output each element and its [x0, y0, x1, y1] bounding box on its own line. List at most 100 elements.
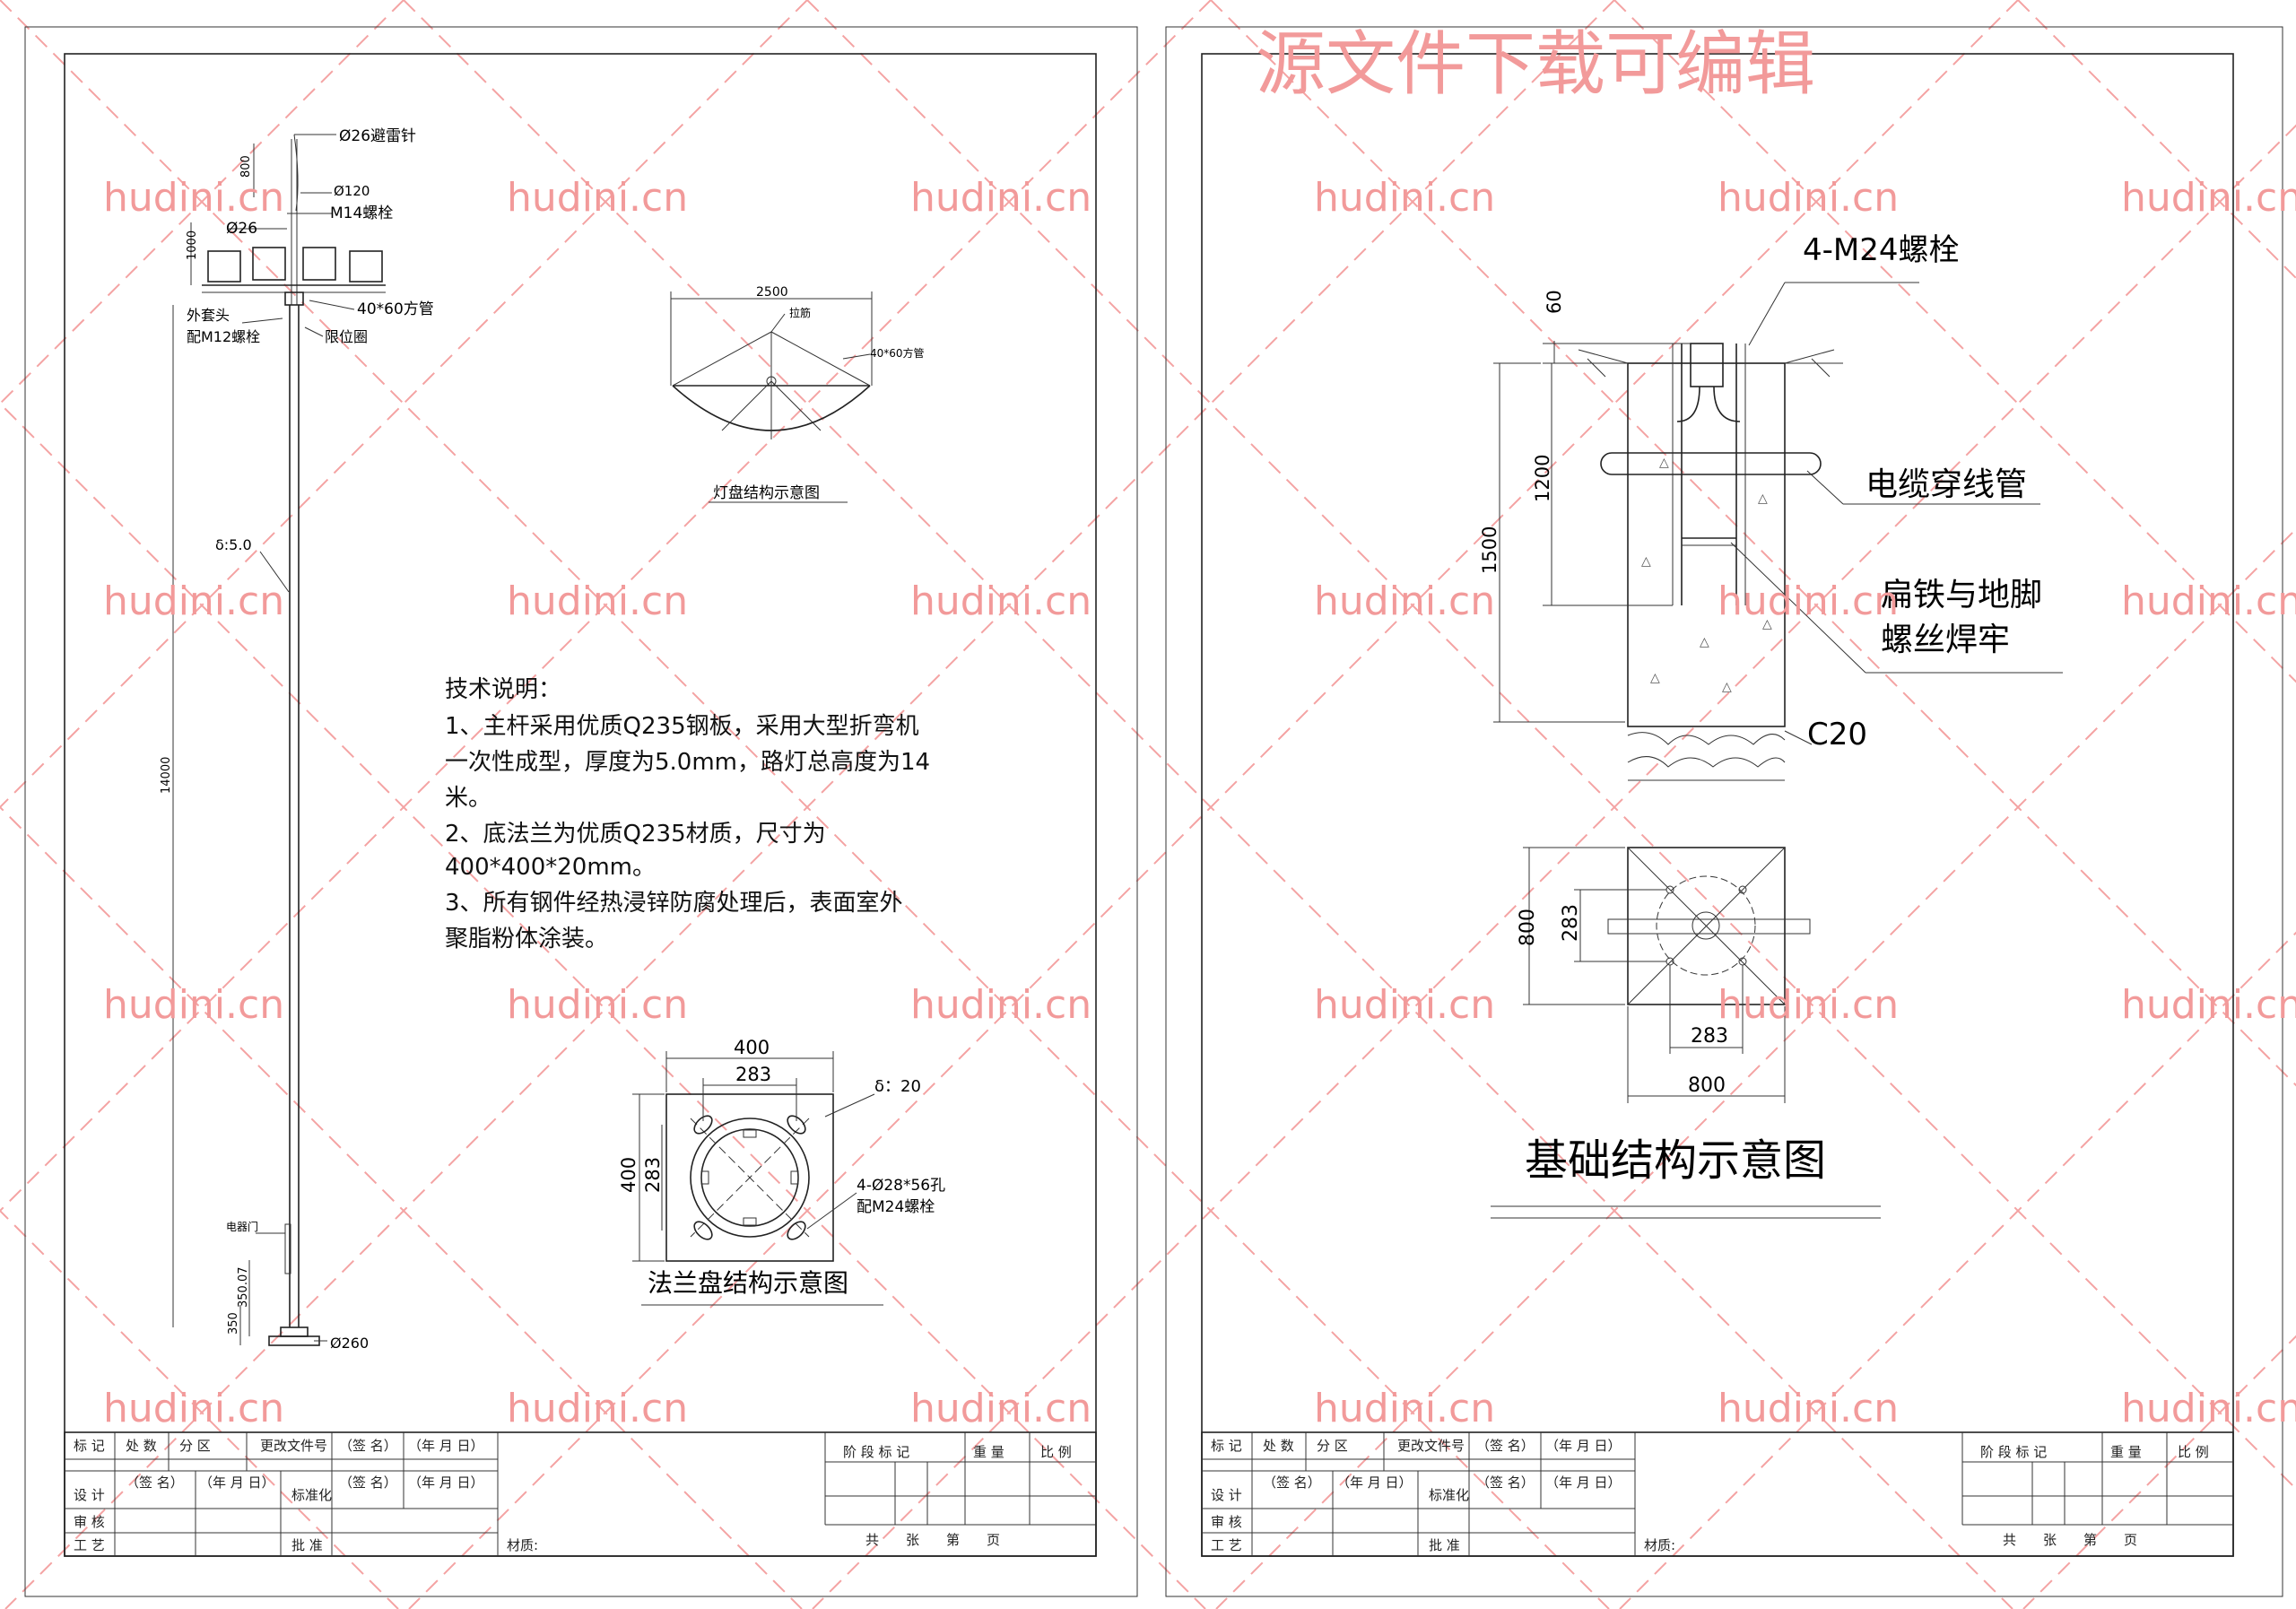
label-rod-dia: Ø26 — [226, 220, 257, 238]
dim-total-height: 14000 — [160, 757, 173, 794]
watermark-site-text: hudini.cn — [507, 982, 688, 1028]
notes-line: 1、主杆采用优质Q235钢板，采用大型折弯机 — [445, 713, 919, 740]
dim-rod-height: 800 — [239, 155, 253, 178]
technical-notes: 技术说明： 1、主杆采用优质Q235钢板，采用大型折弯机 一次性成型，厚度为5.… — [445, 676, 930, 952]
tb-date: （年 月 日） — [1545, 1474, 1622, 1491]
dim-anchor-1200: 1200 — [1532, 455, 1553, 502]
label-sleeve: 外套头 — [187, 307, 230, 324]
label-square-tube: 40*60方管 — [357, 300, 434, 318]
tb-standard: 标准化 — [1429, 1487, 1469, 1503]
label-base-dia: Ø260 — [330, 1335, 369, 1352]
foundation-plan: 800 283 283 800 — [1517, 847, 1811, 1103]
watermark-line — [0, 0, 1610, 1609]
watermark-layer: 源文件下载可编辑 hudini.cn hudini.cn hudini.cn hudi… — [103, 24, 2296, 1431]
watermark-line — [1210, 0, 2296, 1087]
watermark-line — [0, 402, 1206, 1609]
watermark-site-text: hudini.cn — [1718, 1386, 1899, 1431]
concrete-mark: △ — [1722, 680, 1732, 694]
watermark-site-text: hudini.cn — [2121, 175, 2296, 221]
caption-flange: 法兰盘结构示意图 — [648, 1268, 848, 1298]
label-flange-holes: 4-Ø28*56孔 — [857, 1177, 945, 1195]
label-flat-iron-2: 螺丝焊牢 — [1881, 622, 2010, 658]
watermark-site-text: hudini.cn — [1314, 578, 1495, 624]
tb-process: 工 艺 — [74, 1537, 105, 1553]
concrete-mark: △ — [1650, 671, 1660, 685]
watermark-line — [0, 805, 803, 1609]
watermark-site-text: hudini.cn — [103, 175, 284, 221]
concrete-mark: △ — [1762, 617, 1772, 631]
watermark-line — [1619, 931, 2296, 1609]
title-block-right: 标 记 处 数 分 区 更改文件号 （签 名） （年 月 日） 设 计 （签 名… — [1201, 1431, 2234, 1557]
tb-approve: 批 准 — [291, 1537, 323, 1553]
notes-line: 400*400*20mm。 — [445, 854, 656, 881]
flange-diagram: 400 283 400 283 δ：20 4-Ø28*56孔 配M24螺栓 法兰… — [618, 1037, 945, 1306]
notes-heading: 技术说明： — [445, 676, 561, 703]
watermark-headline: 源文件下载可编辑 — [1256, 24, 1815, 105]
tb-cell: 处 数 — [1263, 1438, 1294, 1454]
label-concrete-c20: C20 — [1807, 717, 1867, 752]
watermark-site-text: hudini.cn — [1314, 175, 1495, 221]
lamp-panel-diagram: 2500 拉筋 40*60方管 灯盘结构示意图 — [670, 285, 925, 503]
dim-flange-inner: 283 — [735, 1064, 771, 1085]
label-wall-thickness: δ:5.0 — [215, 536, 252, 553]
tb-weight: 重 量 — [2110, 1444, 2142, 1460]
label-bolt-m14: M14螺栓 — [330, 204, 393, 222]
dim-panel-width: 2500 — [756, 285, 788, 300]
watermark-site-text: hudini.cn — [1718, 578, 1899, 624]
dim-flange-outer-v: 400 — [618, 1157, 639, 1193]
right-sheet: △ △ △ △ △ △ △ 4-M24螺栓 60 1200 — [1165, 26, 2283, 1597]
concrete-mark: △ — [1758, 491, 1768, 506]
concrete-mark: △ — [1659, 456, 1669, 470]
concrete-mark: △ — [1700, 635, 1709, 649]
tb-process: 工 艺 — [1211, 1537, 1242, 1553]
watermark-site-text: hudini.cn — [103, 578, 284, 624]
label-lightning-rod: Ø26避雷针 — [339, 127, 416, 145]
dim-plan-800-v: 800 — [1517, 909, 1539, 946]
tb-sheets: 共 张 第 页 — [865, 1532, 1000, 1548]
label-tie-rod: 拉筋 — [789, 306, 811, 319]
dim-depth-1500: 1500 — [1479, 526, 1500, 574]
dim-plan-283-h: 283 — [1691, 1025, 1728, 1048]
watermark-line — [0, 1209, 399, 1609]
tb-sign: （签 名） — [1263, 1474, 1321, 1491]
watermark-line — [1613, 0, 2296, 683]
watermark-line — [0, 0, 1212, 1213]
label-cable-pipe: 电缆穿线管 — [1866, 466, 2027, 503]
watermark-site-text: hudini.cn — [103, 982, 284, 1028]
label-locating-ring: 限位圈 — [325, 328, 368, 345]
watermark-site-text: hudini.cn — [103, 1386, 284, 1431]
watermark-line — [0, 0, 808, 809]
tb-standard: 标准化 — [291, 1487, 332, 1503]
caption-lamp-panel: 灯盘结构示意图 — [713, 484, 820, 502]
label-panel-tube: 40*60方管 — [870, 346, 925, 360]
watermark-line — [812, 124, 2296, 1609]
notes-line: 3、所有钢件经热浸锌防腐处理后，表面室外 — [445, 890, 903, 917]
notes-line: 2、底法兰为优质Q235材质，尺寸为 — [445, 821, 826, 848]
label-flat-iron-1: 扁铁与地脚 — [1881, 577, 2042, 613]
dim-plan-283-v: 283 — [1560, 904, 1582, 942]
watermark-site-text: hudini.cn — [2121, 1386, 2296, 1431]
tb-cell: （年 月 日） — [408, 1438, 484, 1454]
tb-cell: 标 记 — [1211, 1438, 1242, 1454]
tb-cell: 分 区 — [1317, 1438, 1348, 1454]
watermark-line — [403, 0, 2013, 1609]
tb-date: （年 月 日） — [1336, 1474, 1413, 1491]
tb-cell: 更改文件号 — [1397, 1438, 1465, 1454]
tb-date: （年 月 日） — [199, 1474, 275, 1491]
dim-flange-outer: 400 — [734, 1037, 770, 1058]
tb-review: 审 核 — [74, 1514, 105, 1530]
watermark-site-text: hudini.cn — [1314, 1386, 1495, 1431]
watermark-site-text: hudini.cn — [507, 1386, 688, 1431]
notes-line: 聚脂粉体涂装。 — [445, 926, 608, 952]
watermark-site-text: hudini.cn — [507, 578, 688, 624]
dim-plan-800-h: 800 — [1688, 1074, 1726, 1097]
dim-flange-inner-v: 283 — [642, 1157, 664, 1193]
tb-cell: （年 月 日） — [1545, 1438, 1622, 1454]
tb-sign: （签 名） — [1476, 1474, 1535, 1491]
tb-review: 审 核 — [1211, 1514, 1242, 1530]
label-m24-bolts: 4-M24螺栓 — [1803, 232, 1960, 268]
watermark-site-text: hudini.cn — [1718, 175, 1899, 221]
tb-cell: 处 数 — [126, 1438, 157, 1454]
